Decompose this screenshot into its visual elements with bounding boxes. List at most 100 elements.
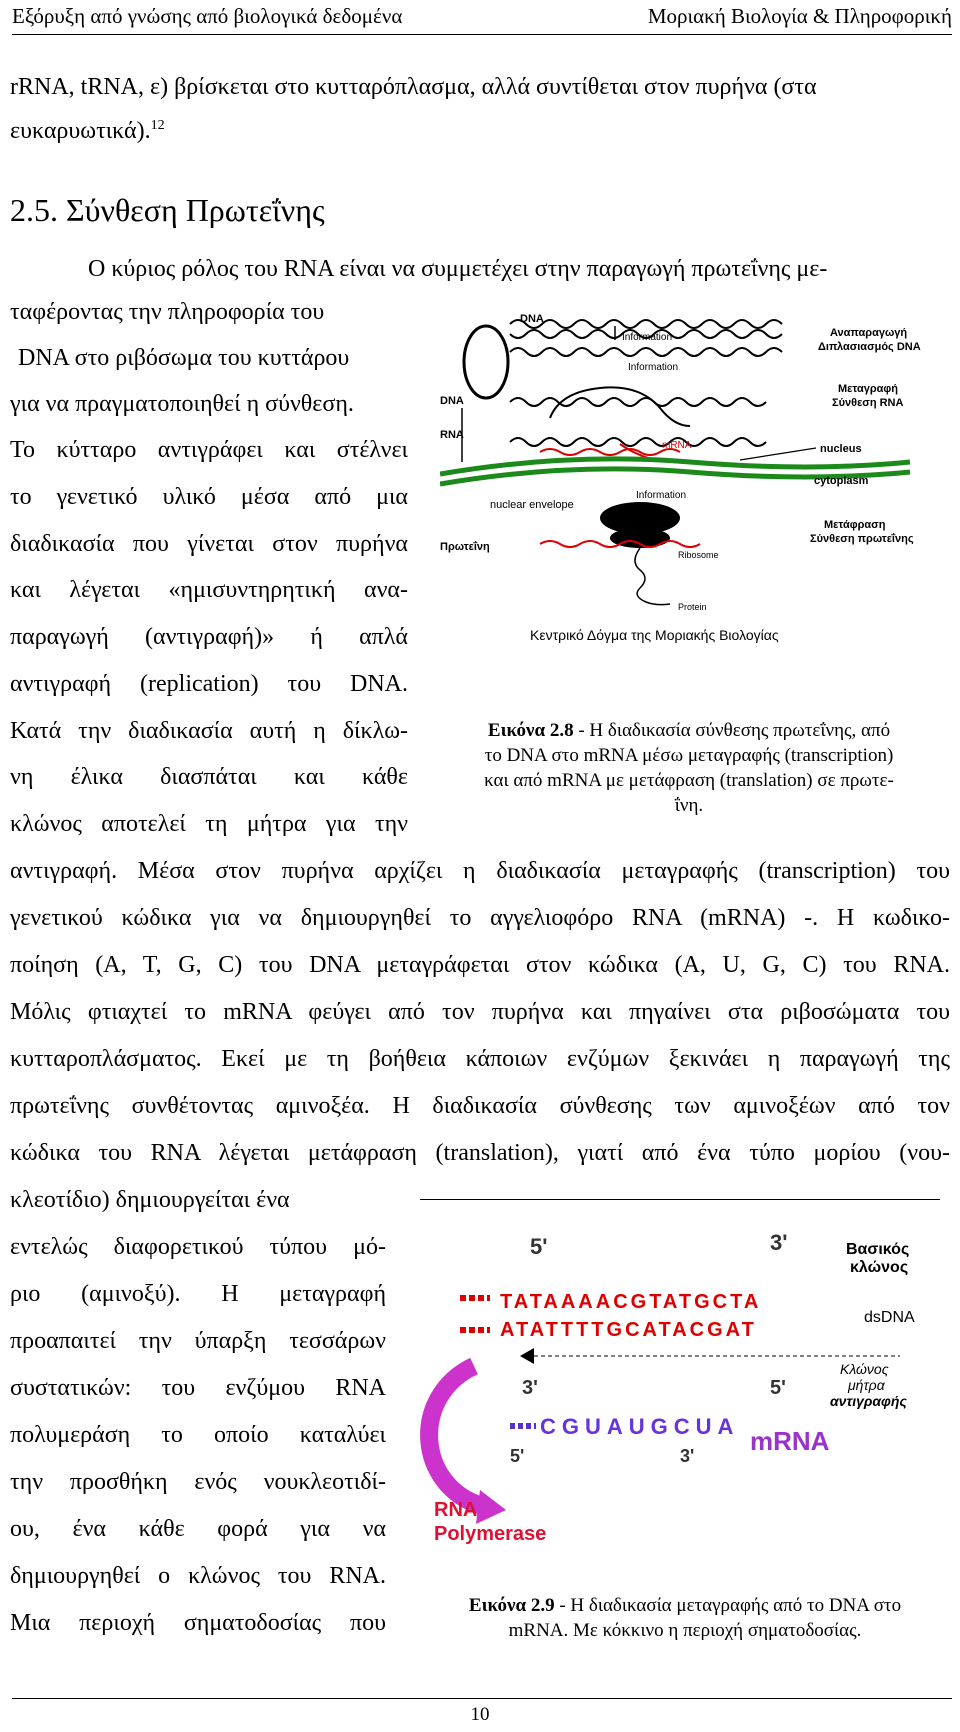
intro-line-2: ευκαρυωτικά).12 — [10, 118, 165, 145]
dna-strand-bottom — [509, 347, 783, 357]
template-label-3: αντιγραφής — [830, 1393, 907, 1409]
dsdna-label: dsDNA — [864, 1309, 915, 1326]
bubble-top — [549, 386, 691, 427]
nuclear-envelope-label: nuclear envelope — [490, 499, 574, 511]
dna-sequence-1: TATAAAACGTATGCTA — [500, 1291, 761, 1313]
caption-line: mRNA. Με κόκκινο η περιοχή σηματοδοσίας. — [508, 1620, 862, 1641]
replication-label-2: Διπλασιασμός DNA — [818, 341, 921, 353]
body-line: αντιγραφή. Μέσα στον πυρήνα αρχίζει η δι… — [10, 858, 950, 884]
transcription-label: Μεταγραφή — [838, 383, 898, 395]
body-line: κλώνος αποτελεί τη μήτρα για την — [10, 811, 408, 837]
base-strand-label: Βασικός — [846, 1241, 909, 1258]
replication-label: Αναπαραγωγή — [830, 327, 907, 339]
figure-2-8-caption: Εικόνα 2.8 - Η διαδικασία σύνθεσης πρωτε… — [434, 718, 944, 818]
caption-number: Εικόνα 2.9 — [468, 1595, 555, 1616]
caption-line: Εικόνα 2.8 - Η διαδικασία σύνθεσης πρωτε… — [434, 718, 944, 743]
rna-polymerase-label: RNA — [434, 1499, 477, 1521]
base-strand-label-2: κλώνος — [850, 1259, 908, 1276]
ribosome-label: Ribosome — [678, 550, 719, 560]
five-prime-mid: 5' — [770, 1377, 786, 1399]
caption-line: και από mRNA με μετάφραση (translation) … — [484, 770, 894, 791]
three-prime-mid: 3' — [522, 1377, 538, 1399]
three-prime-top: 3' — [770, 1230, 787, 1255]
body-line: την προσθήκη ενός νουκλεοτιδί- — [10, 1469, 386, 1495]
body-line: κώδικα του RNA λέγεται μετάφραση (transl… — [10, 1140, 950, 1166]
body-line: εντελώς διαφορετικού τύπου μό- — [10, 1234, 386, 1260]
body-line: πολυμεράση το οποίο καταλύει — [10, 1422, 386, 1448]
caption-text: - Η διαδικασία σύνθεσης πρωτεΐνης, από — [573, 720, 891, 741]
translation-label: Μετάφραση — [824, 519, 886, 531]
body-line: Ο κύριος ρόλος του RNA είναι να συμμετέχ… — [88, 256, 828, 282]
translation-label-2: Σύνθεση πρωτεΐνης — [810, 533, 914, 545]
body-line: Κατά την διαδικασία αυτή η δίκλω- — [10, 718, 408, 744]
central-dogma-figure: DNA Information Αναπαραγωγή Διπλασιασμός… — [440, 313, 921, 643]
protein-chain — [634, 547, 671, 606]
intro-line-1: rRNA, tRNA, ε) βρίσκεται στο κυτταρόπλασ… — [10, 74, 817, 100]
cytoplasm-label: cytoplasm — [814, 475, 869, 487]
body-line: Μόλις φτιαχτεί το mRNA φεύγει από τον πυ… — [10, 999, 950, 1025]
protein-label: Protein — [678, 602, 707, 612]
caption-line: ΐνη. — [674, 795, 704, 816]
body-line: ταφέροντας την πληροφορία του — [10, 299, 325, 325]
ribosome-large — [600, 502, 680, 534]
header-left: Εξόρυξη από γνώσης από βιολογικά δεδομέν… — [12, 4, 403, 28]
figure-2-9-rule — [420, 1199, 940, 1200]
body-line: παραγωγή (αντιγραφή)» ή απλά — [10, 624, 408, 650]
mrna-label: mRNA — [750, 1426, 830, 1456]
body-line: το γενετικό υλικό μέσα από μια — [10, 484, 408, 510]
body-line: ου, ένα κάθε φορά για να — [10, 1516, 386, 1542]
mrna-strand — [539, 448, 681, 456]
body-line: γενετικού κώδικα για να δημιουργηθεί το … — [10, 905, 950, 931]
five-prime-bottom: 5' — [510, 1446, 524, 1466]
body-line: κυτταροπλάσματος. Εκεί με τη βοήθεια κάπ… — [10, 1046, 950, 1072]
dna-strand-mid-2 — [509, 437, 767, 447]
body-line: συστατικών: του ενζύμου RNA — [10, 1375, 386, 1401]
template-label-2: μήτρα — [847, 1377, 886, 1393]
dna-strand-top-2 — [509, 329, 783, 339]
info-1-label: Information — [622, 332, 672, 343]
polymerase-arrowhead — [476, 1490, 506, 1524]
intro-line-2-text: ευκαρυωτικά). — [10, 118, 151, 144]
caption-line: Εικόνα 2.9 - Η διαδικασία μεταγραφής από… — [420, 1593, 950, 1618]
body-line: δημιουργηθεί ο κλώνος του RNA. — [10, 1563, 386, 1589]
transcription-figure: 5' 3' Βασικός κλώνος TATAAAACGTATGCTA AT… — [420, 1230, 915, 1545]
page-header: Εξόρυξη από γνώσης από βιολογικά δεδομέν… — [12, 4, 952, 34]
rna-left-label: RNA — [440, 429, 464, 441]
caption-line: το DNA στο mRNA μέσω μεταγραφής (transcr… — [484, 745, 894, 766]
protein-left-label: Πρωτεΐνη — [440, 541, 490, 553]
body-line: για να πραγματοποιηθεί η σύνθεση. — [10, 391, 354, 417]
dna-strand-mid — [509, 397, 767, 407]
mrna-label: mRNA — [662, 440, 692, 451]
info-3-label: Information — [636, 490, 686, 501]
nuclear-envelope-bottom — [440, 466, 911, 487]
nuclear-envelope-top — [440, 456, 911, 477]
caption-number: Εικόνα 2.8 — [487, 720, 574, 741]
body-line: αντιγραφή (replication) του DNA. — [10, 671, 408, 697]
dna-left-label: DNA — [440, 395, 464, 407]
footer-rule — [12, 1698, 952, 1699]
section-title: 2.5. Σύνθεση Πρωτεΐνης — [10, 192, 325, 228]
page-number: 10 — [470, 1704, 490, 1725]
figure-title: Κεντρικό Δόγμα της Μοριακής Βιολογίας — [530, 627, 779, 643]
footnote-ref: 12 — [150, 118, 165, 133]
info-2-label: Information — [628, 362, 678, 373]
header-rule — [12, 34, 952, 35]
body-line: και λέγεται «ημισυντηρητική ανα- — [10, 577, 408, 603]
ribosome-small — [610, 528, 670, 548]
body-line: ριο (αμινοξύ). Η μεταγραφή — [10, 1281, 386, 1307]
polymerase-arrow — [420, 1357, 486, 1515]
rna-polymerase-label-2: Polymerase — [434, 1523, 546, 1545]
dna-top-label: DNA — [520, 313, 544, 325]
nucleus-label: nucleus — [820, 443, 862, 455]
body-line: νη έλικα διασπάται και κάθε — [10, 764, 408, 790]
dna-sequence-2: ATATTTTGCATACGAT — [500, 1319, 757, 1341]
body-line: ποίηση (A, T, G, C) του DNA μεταγράφεται… — [10, 952, 950, 978]
three-prime-bottom: 3' — [680, 1446, 694, 1466]
template-label: Κλώνος — [840, 1361, 889, 1377]
dna-strand-top — [509, 319, 783, 329]
body-line: πρωτεΐνης συνθέτοντας αμινοξέα. Η διαδικ… — [10, 1093, 950, 1119]
rna-sequence: CGUAUGCUA — [540, 1414, 739, 1439]
arrow-marker — [520, 1348, 534, 1364]
header-right: Μοριακή Βιολογία & Πληροφορική — [647, 4, 952, 28]
circular-dna-loop — [462, 324, 510, 400]
